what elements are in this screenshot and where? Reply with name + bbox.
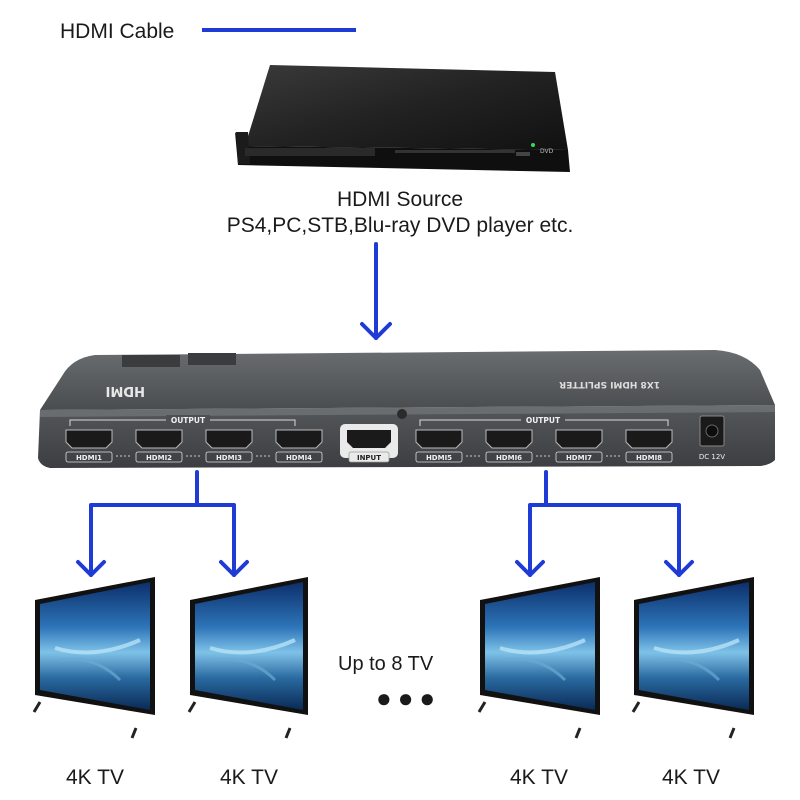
tv-4	[631, 577, 754, 739]
dc-power-jack[interactable]: DC 12V	[699, 415, 725, 461]
hdmi-port-5[interactable]: HDMI5	[415, 429, 463, 463]
hdmi-input-port[interactable]: INPUT	[340, 424, 398, 463]
tv-count-label: Up to 8 TV	[338, 653, 434, 675]
hdmi-port-4[interactable]: HDMI4	[275, 429, 323, 463]
port-label-1: HDMI1	[76, 454, 102, 462]
hdmi-port-7[interactable]: HDMI7	[555, 429, 603, 463]
product-label: 1X8 HDMI SPLITTER	[559, 379, 660, 389]
tv-label-3: 4K TV	[510, 766, 568, 789]
output-label-right: OUTPUT	[526, 416, 561, 425]
tv-1	[32, 577, 155, 739]
tv-label-1: 4K TV	[66, 766, 124, 789]
power-led-icon	[531, 143, 535, 147]
port-label-4: HDMI4	[286, 454, 312, 462]
hdmi-port-8[interactable]: HDMI8	[625, 429, 673, 463]
port-label-3: HDMI3	[216, 454, 242, 462]
output-label-left: OUTPUT	[171, 416, 206, 425]
legend-cable-line	[202, 28, 356, 32]
dvd-player: DVD	[235, 65, 570, 172]
port-label-2: HDMI2	[146, 454, 172, 462]
ellipsis-dots: ●●●	[376, 683, 442, 713]
brand-logo: HDMI	[106, 383, 145, 398]
tv-label-2: 4K TV	[220, 766, 278, 789]
player-logo: DVD	[540, 148, 554, 155]
tv-2	[187, 577, 308, 739]
tv-label-4: 4K TV	[662, 766, 720, 789]
hdmi-port-6[interactable]: HDMI6	[485, 429, 533, 463]
legend-label: HDMI Cable	[60, 20, 175, 43]
port-label-5: HDMI5	[426, 454, 452, 462]
source-subtitle: PS4,PC,STB,Blu-ray DVD player etc.	[226, 214, 574, 237]
hdmi-splitter: HDMI 1X8 HDMI SPLITTER OUTPUT OUTPUT HDM…	[38, 350, 775, 468]
hdmi-port-1[interactable]: HDMI1	[65, 429, 113, 463]
source-title: HDMI Source	[336, 188, 464, 211]
hdmi-port-3[interactable]: HDMI3	[205, 429, 253, 463]
hdmi-port-2[interactable]: HDMI2	[135, 429, 183, 463]
screw-icon	[397, 409, 407, 419]
power-label: DC 12V	[699, 453, 725, 461]
port-label-8: HDMI8	[636, 454, 662, 462]
source-arrow	[360, 242, 392, 340]
port-label-6: HDMI6	[496, 454, 522, 462]
port-label-7: HDMI7	[566, 454, 592, 462]
input-label: INPUT	[357, 454, 381, 462]
output-arrows	[76, 470, 694, 577]
tv-3	[477, 577, 600, 739]
